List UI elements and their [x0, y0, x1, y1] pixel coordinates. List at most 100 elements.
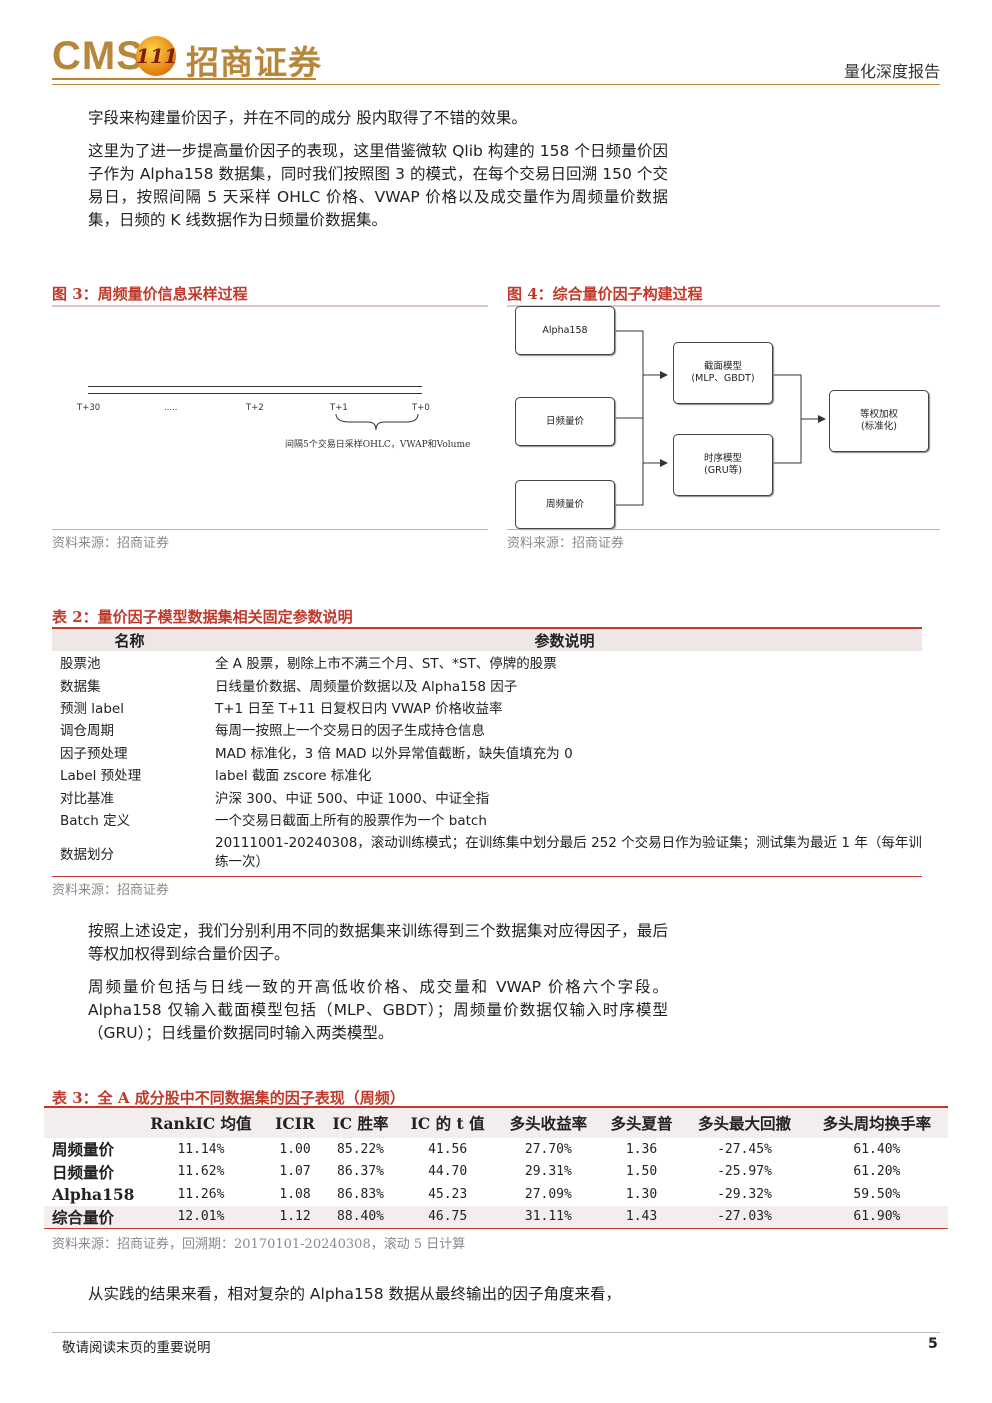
cell: 1.07	[279, 1164, 311, 1180]
figure-4-bottom-rule	[507, 529, 940, 530]
cell: 45.23	[428, 1186, 468, 1202]
time-series-model-box: 时序模型 (GRU等)	[673, 434, 773, 496]
param-name: 调仓周期	[60, 723, 114, 740]
cell: 61.40%	[853, 1141, 901, 1157]
cell: 1.08	[279, 1186, 311, 1202]
header-divider	[52, 84, 940, 85]
input-weekly-box: 周频量价	[515, 480, 615, 529]
table-3-title: 表 3：全 A 成分股中不同数据集的因子表现（周频）	[52, 1089, 405, 1107]
param-name: 预测 label	[60, 700, 124, 717]
param-desc: T+1 日至 T+11 日复权日内 VWAP 价格收益率	[215, 700, 503, 717]
table-row: 预测 label T+1 日至 T+11 日复权日内 VWAP 价格收益率	[52, 696, 922, 718]
table-header: 多头最大回撤	[683, 1106, 806, 1138]
timeline-axis-bottom	[88, 393, 422, 394]
cross-section-model-box: 截面模型 (MLP、GBDT)	[673, 342, 773, 404]
param-name: 因子预处理	[60, 745, 128, 762]
table-row: 因子预处理 MAD 标准化，3 倍 MAD 以外异常值截断，缺失值填充为 0	[52, 741, 922, 763]
paragraph-4: 周频量价包括与日线一致的开高低收价格、成交量和 VWAP 价格六个字段。Alph…	[88, 978, 668, 1042]
cell: 11.62%	[177, 1164, 225, 1180]
cell: 27.09%	[524, 1186, 572, 1202]
table-row: 周频量价 11.14% 1.00 85.22% 41.56 27.70% 1.3…	[44, 1138, 948, 1161]
param-name: Label 预处理	[60, 768, 142, 785]
param-desc: 日线量价数据、周频量价数据以及 Alpha158 因子	[215, 678, 518, 695]
cell: 1.00	[279, 1141, 311, 1157]
flow-connectors	[615, 330, 826, 506]
cell: 61.20%	[853, 1164, 901, 1180]
table-2-title: 表 2：量价因子模型数据集相关固定参数说明	[52, 608, 353, 626]
table-row: 对比基准沪深 300、中证 500、中证 1000、中证全指	[52, 785, 922, 807]
table-row: 股票池全 A 股票，剔除上市不满三个月、ST、*ST、停牌的股票	[52, 651, 922, 673]
output-label: 等权加权	[859, 409, 898, 420]
table-3-source: 资料来源：招商证券，回溯期：20170101-20240308，滚动 5 日计算	[52, 1237, 466, 1252]
timeline-axis-top	[88, 386, 422, 387]
param-name: 股票池	[60, 656, 101, 673]
time-series-model-label: 时序模型	[703, 453, 742, 464]
output-detail: (标准化)	[861, 421, 897, 432]
dataset-name: 日频量价	[52, 1162, 115, 1182]
table-header: 多头收益率	[496, 1106, 600, 1138]
tick-label: T+0	[412, 403, 430, 413]
paragraph-3: 按照上述设定，我们分别利用不同的数据集来训练得到三个数据集对应得因子，最后等权加…	[88, 922, 668, 963]
cell: -25.97%	[717, 1164, 772, 1180]
time-series-model-detail: (GRU等)	[704, 465, 742, 476]
parameter-table: 名称 参数说明 股票池全 A 股票，剔除上市不满三个月、ST、*ST、停牌的股票…	[52, 627, 922, 878]
param-name: 数据集	[60, 678, 101, 695]
table-row: Label 预处理 label 截面 zscore 标准化	[52, 763, 922, 785]
brace-icon	[335, 413, 419, 431]
param-name: Batch 定义	[60, 812, 131, 829]
table-header: 参数说明	[207, 627, 922, 651]
param-name: 数据划分	[52, 830, 207, 878]
table-row: 日频量价 11.62% 1.07 86.37% 44.70 29.31% 1.5…	[44, 1161, 948, 1184]
table-header: IC 胜率	[322, 1106, 399, 1138]
header-accent-divider	[52, 78, 316, 80]
param-desc: label 截面 zscore 标准化	[215, 768, 372, 785]
table-header: 多头周均换手率	[805, 1106, 948, 1138]
dataset-name: 综合量价	[44, 1205, 135, 1229]
logo-cms: CMS	[52, 34, 144, 78]
param-desc: 20111001-20240308，滚动训练模式；在训练集中划分最后 252 个…	[207, 830, 922, 878]
cross-section-model-label: 截面模型	[703, 361, 742, 372]
footer-notice: 敬请阅读末页的重要说明	[62, 1340, 211, 1356]
cell: 86.83%	[337, 1186, 385, 1202]
figure-3-bottom-rule	[52, 529, 488, 530]
paragraph-1: 字段来构建量价因子，并在不同的成分 股内取得了不错的效果。	[88, 109, 527, 127]
cell: 41.56	[428, 1141, 468, 1157]
figure-4-title: 图 4：综合量价因子构建过程	[507, 285, 703, 303]
dataset-name: 周频量价	[52, 1140, 115, 1160]
paragraph-5: 从实践的结果来看，相对复杂的 Alpha158 数据从最终输出的因子角度来看，	[88, 1285, 622, 1303]
table-header: 名称	[52, 627, 207, 651]
cell: 59.50%	[853, 1186, 901, 1202]
cell: 1.12	[267, 1205, 323, 1229]
input-alpha158-box: Alpha158	[515, 306, 615, 355]
figure-3-source: 资料来源：招商证券	[52, 536, 170, 551]
figure-4-top-rule	[507, 305, 940, 307]
table-header: RankIC 均值	[134, 1106, 268, 1138]
table-row: 数据集 日线量价数据、周频量价数据以及 Alpha158 因子	[52, 673, 922, 695]
report-type: 量化深度报告	[843, 62, 940, 81]
cell: 12.01%	[134, 1205, 268, 1229]
cell: 44.70	[428, 1164, 468, 1180]
dataset-name: Alpha158	[52, 1184, 135, 1204]
cell: 11.26%	[177, 1186, 225, 1202]
cell: 46.75	[398, 1205, 497, 1229]
figure-3-top-rule	[52, 305, 488, 307]
cell: 1.50	[625, 1164, 658, 1180]
cell: 11.14%	[177, 1141, 225, 1157]
cell: 1.30	[625, 1186, 658, 1202]
cell: 85.22%	[337, 1141, 385, 1157]
cell: -27.45%	[717, 1141, 772, 1157]
table-header: ICIR	[267, 1106, 323, 1138]
tick-label: T+30	[77, 403, 101, 413]
tick-label: .....	[164, 403, 178, 413]
table-2-source: 资料来源：招商证券	[52, 883, 170, 898]
sampling-annotation: 间隔5个交易日采样OHLC，VWAP和Volume	[285, 440, 471, 450]
figure-4-source: 资料来源：招商证券	[507, 536, 625, 551]
table-header: 多头夏普	[599, 1106, 684, 1138]
cell: 29.31%	[524, 1164, 572, 1180]
cell: 88.40%	[322, 1205, 399, 1229]
cell: -29.32%	[717, 1186, 772, 1202]
table-header: IC 的 t 值	[398, 1106, 497, 1138]
param-desc: MAD 标准化，3 倍 MAD 以外异常值截断，缺失值填充为 0	[215, 745, 573, 762]
cell: 61.90%	[805, 1205, 948, 1229]
figure-3-title: 图 3：周频量价信息采样过程	[52, 285, 248, 303]
